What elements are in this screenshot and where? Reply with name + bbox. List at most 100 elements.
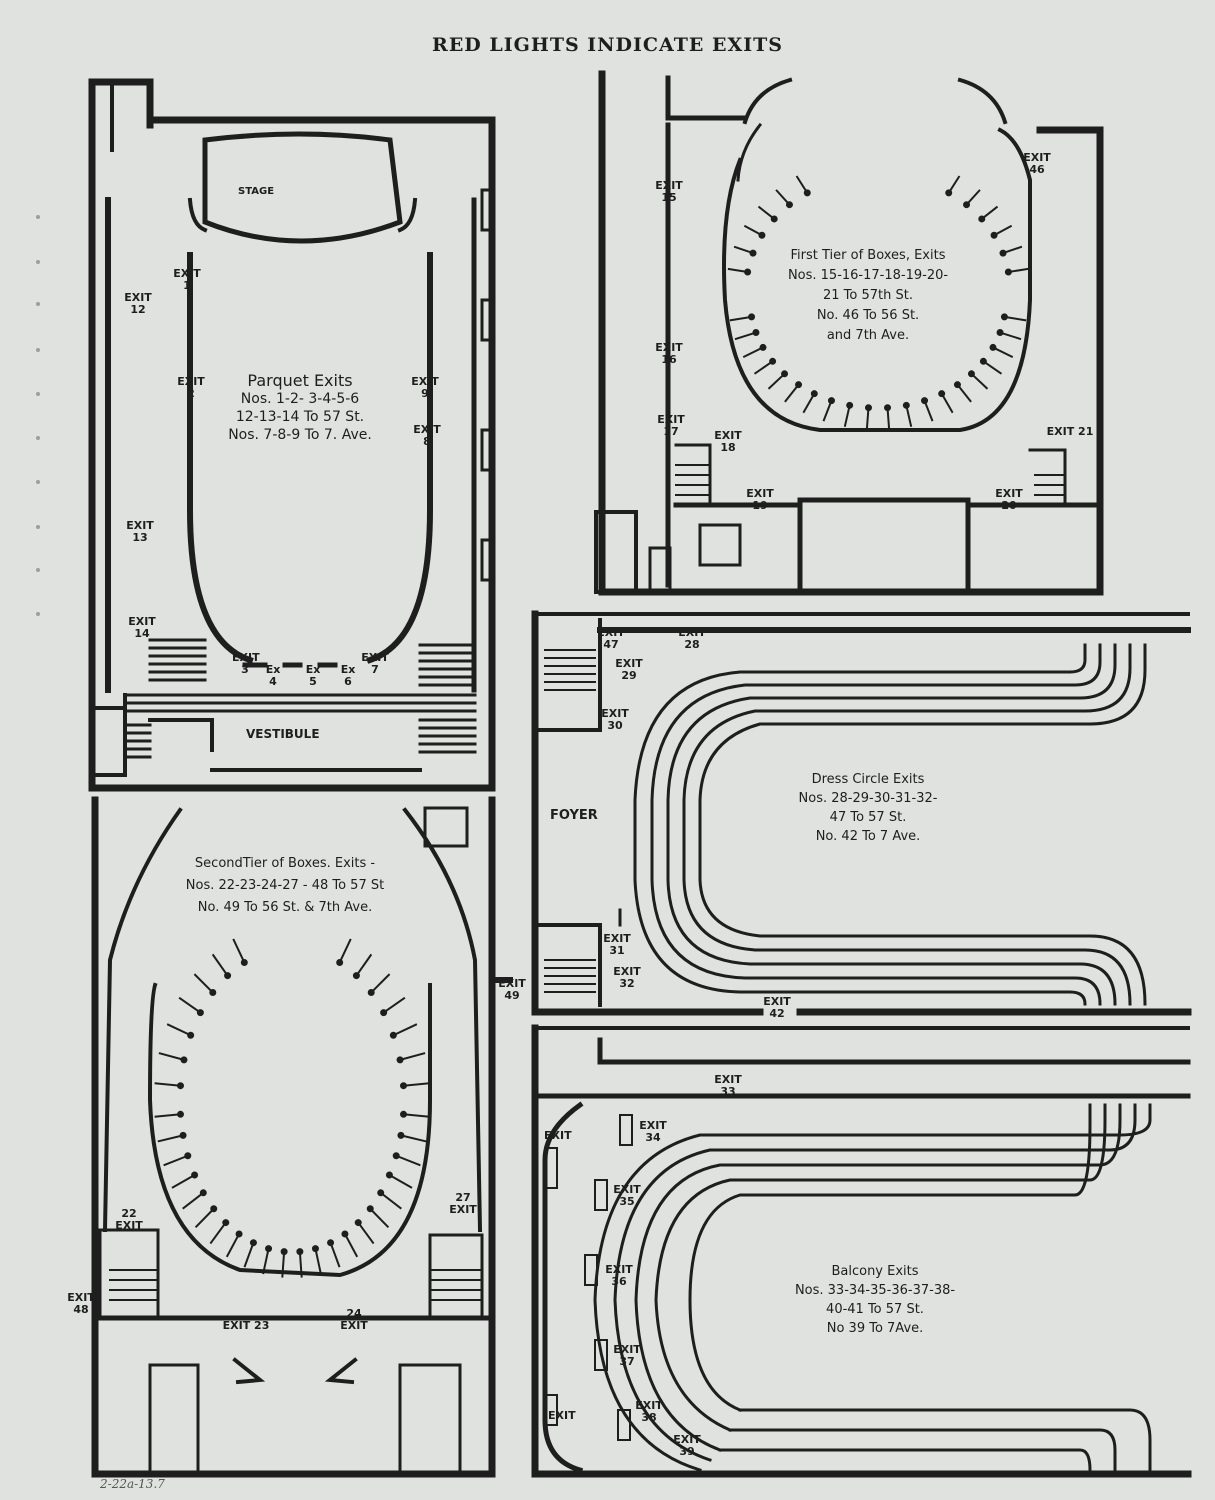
box-partition-mark: [209, 1221, 227, 1245]
box-partition-mark: [369, 1208, 390, 1229]
box-door-mark: [827, 397, 835, 405]
exit-label: EXIT: [548, 1409, 576, 1422]
dress-circle-title-line: Dress Circle Exits: [811, 772, 925, 787]
exit-label: 27 EXIT: [449, 1191, 477, 1216]
box-partition-mark: [262, 1248, 270, 1275]
box-partition-mark: [338, 938, 352, 963]
box-partition-mark: [734, 331, 757, 341]
first-tier-title: First Tier of Boxes, Exits Nos. 15-16-17…: [778, 246, 958, 346]
box-door-mark: [311, 1245, 319, 1253]
box-door-mark: [187, 1031, 195, 1039]
exit-label: EXIT 30: [601, 707, 629, 732]
parquet-plan: [88, 78, 496, 792]
box-partition-mark: [784, 384, 800, 403]
box-partition-mark: [329, 1242, 341, 1268]
box-door-mark: [990, 231, 998, 239]
parquet-title-line: 12-13-14 To 57 St.: [235, 409, 365, 425]
exit-label: EXIT 20: [995, 487, 1023, 512]
box-door-mark: [179, 1131, 187, 1139]
box-partition-mark: [380, 1192, 402, 1210]
box-door-mark: [1004, 268, 1012, 276]
box-partition-mark: [1004, 315, 1027, 322]
box-door-mark: [846, 401, 854, 409]
box-door-mark: [191, 1171, 199, 1179]
box-door-mark: [945, 189, 953, 197]
box-door-mark: [999, 249, 1007, 257]
dress-circle-title: Dress Circle Exits Nos. 28-29-30-31-32- …: [778, 770, 958, 846]
box-door-mark: [938, 390, 946, 398]
box-partition-mark: [163, 1154, 189, 1167]
parquet-title-line: Nos. 1-2- 3-4-5-6: [240, 391, 360, 407]
foyer-label: FOYER: [550, 808, 598, 823]
box-partition-mark: [154, 1113, 181, 1118]
dress-circle-title-line: Nos. 28-29-30-31-32-: [798, 791, 938, 806]
exit-label: EXIT 35: [613, 1183, 641, 1208]
second-tier-title-line: No. 49 To 56 St. & 7th Ave.: [197, 900, 373, 915]
first-tier-title-line: Nos. 15-16-17-18-19-20-: [787, 268, 949, 283]
box-partition-mark: [166, 1023, 192, 1037]
box-door-mark: [921, 397, 929, 405]
box-partition-mark: [281, 1251, 286, 1278]
exit-label: EXIT 36: [605, 1263, 633, 1288]
box-partition-mark: [225, 1233, 240, 1258]
box-door-mark: [785, 201, 793, 209]
box-partition-mark: [905, 405, 913, 427]
box-partition-mark: [194, 1208, 215, 1229]
box-door-mark: [769, 357, 777, 365]
box-door-mark: [249, 1239, 257, 1247]
box-partition-mark: [956, 384, 972, 403]
exit-label: EXIT 34: [639, 1119, 667, 1144]
box-partition-mark: [157, 1134, 184, 1143]
box-door-mark: [884, 404, 892, 412]
box-door-mark: [296, 1248, 304, 1256]
dress-circle-title-line: 47 To 57 St.: [829, 810, 907, 825]
exit-label: Ex 4: [265, 663, 281, 688]
box-door-mark: [180, 1056, 188, 1064]
exit-label: EXIT 38: [635, 1399, 663, 1424]
exit-label: EXIT 7: [361, 651, 389, 676]
box-door-mark: [979, 357, 987, 365]
exit-label: 22 EXIT: [115, 1207, 143, 1232]
box-partition-mark: [232, 938, 246, 963]
first-tier-title-line: 21 To 57th St.: [823, 288, 913, 303]
second-tier-title: SecondTier of Boxes. Exits - Nos. 22-23-…: [160, 853, 410, 919]
box-partition-mark: [865, 407, 870, 430]
box-door-mark: [209, 989, 217, 997]
box-door-mark: [377, 1189, 385, 1197]
exit-label: EXIT 46: [1023, 151, 1051, 176]
box-partition-mark: [357, 1221, 375, 1245]
balcony-title: Balcony Exits Nos. 33-34-35-36-37-38- 40…: [775, 1262, 975, 1338]
exit-label: EXIT 21: [1046, 425, 1094, 438]
box-partition-mark: [400, 1134, 427, 1143]
box-door-mark: [235, 1230, 243, 1238]
exit-label: EXIT 47: [597, 626, 625, 651]
balcony-title-line: Balcony Exits: [831, 1264, 919, 1279]
box-door-mark: [366, 1205, 374, 1213]
first-tier-plan: [594, 70, 1104, 596]
box-door-mark: [758, 231, 766, 239]
box-partition-mark: [395, 1154, 421, 1167]
box-door-mark: [176, 1082, 184, 1090]
box-partition-mark: [742, 346, 764, 358]
box-door-mark: [953, 381, 961, 389]
exit-label: Ex 5: [305, 663, 321, 688]
exit-label: EXIT 17: [657, 413, 685, 438]
exit-label: EXIT 49: [498, 977, 526, 1002]
box-door-mark: [902, 401, 910, 409]
box-partition-mark: [399, 1052, 426, 1061]
box-door-mark: [352, 972, 360, 980]
box-partition-mark: [753, 360, 774, 375]
box-partition-mark: [314, 1248, 322, 1275]
balcony-plan: [531, 1024, 1192, 1478]
exit-label: EXIT 42: [763, 995, 791, 1020]
box-door-mark: [795, 381, 803, 389]
exit-label: EXIT 2: [177, 375, 205, 400]
box-door-mark: [196, 1009, 204, 1017]
parquet-title: Parquet Exits Nos. 1-2- 3-4-5-6 12-13-14…: [190, 372, 410, 444]
box-door-mark: [749, 249, 757, 257]
box-door-mark: [222, 1219, 230, 1227]
balcony-title-line: Nos. 33-34-35-36-37-38-: [794, 1283, 956, 1298]
box-door-mark: [176, 1110, 184, 1118]
box-partition-mark: [802, 393, 816, 414]
exit-label: EXIT 1: [173, 267, 201, 292]
